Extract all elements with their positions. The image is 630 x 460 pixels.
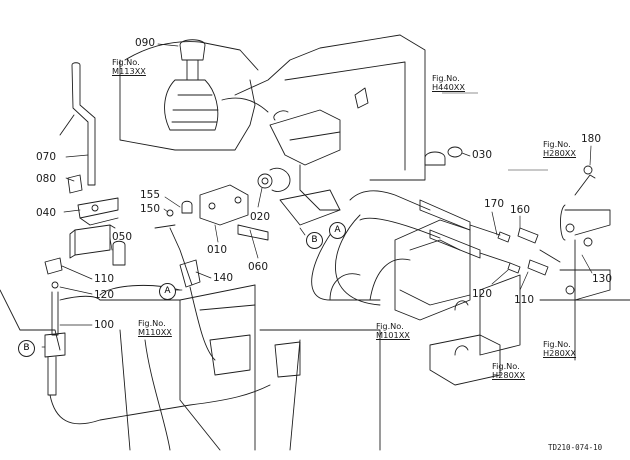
part-label-155: 155	[140, 189, 161, 201]
fig-ref-prefix: Fig.No.	[543, 139, 571, 149]
part-label-120b: 120	[472, 288, 493, 300]
part-label-080: 080	[36, 173, 57, 185]
connection-marker-a-right: A	[329, 222, 346, 239]
connection-marker-b-right: B	[306, 232, 323, 249]
fig-ref-underlines	[442, 92, 548, 171]
part-label-120: 120	[94, 289, 115, 301]
lever-rod-070	[59, 62, 96, 186]
fig-ref-prefix: Fig.No.	[432, 73, 460, 83]
part-label-100: 100	[94, 319, 115, 331]
fig-ref-h280xx-top: Fig.No. H280XX	[543, 139, 577, 159]
lever-bracket-040	[67, 174, 126, 266]
part-label-010: 010	[207, 244, 228, 256]
shift-lever	[164, 39, 219, 131]
fig-ref-prefix: Fig.No.	[543, 339, 571, 349]
fig-ref-m101xx: Fig.No. M101XX	[376, 321, 410, 341]
fig-ref-h280xx-bottom: Fig.No. H280XX	[492, 361, 526, 381]
fig-ref-code: H440XX	[432, 82, 466, 93]
part-label-070: 070	[36, 151, 57, 163]
fig-ref-m113xx: Fig.No. M113XX	[112, 57, 146, 77]
fig-ref-prefix: Fig.No.	[376, 321, 404, 331]
fig-ref-prefix: Fig.No.	[492, 361, 520, 371]
fig-ref-code: M110XX	[138, 327, 172, 338]
part-label-140: 140	[213, 272, 234, 284]
part-label-030: 030	[472, 149, 493, 161]
part-label-090: 090	[135, 37, 156, 49]
part-label-170: 170	[484, 198, 505, 210]
fig-ref-prefix: Fig.No.	[112, 57, 140, 67]
part-label-060: 060	[248, 261, 269, 273]
drawing-code: TD210-074-10	[548, 443, 603, 452]
fig-ref-h280xx-right: Fig.No. H280XX	[543, 339, 577, 359]
fig-ref-code: H280XX	[543, 148, 577, 159]
part-label-180: 180	[581, 133, 602, 145]
connection-marker-a-left: A	[159, 283, 176, 300]
part-label-110: 110	[94, 273, 115, 285]
fig-ref-m110xx: Fig.No. M110XX	[138, 318, 172, 338]
part-label-130: 130	[592, 273, 613, 285]
part-label-110b: 110	[514, 294, 535, 306]
fig-ref-code: M101XX	[376, 330, 410, 341]
part-label-020: 020	[250, 211, 271, 223]
leader-lines	[41, 43, 593, 348]
control-cables	[311, 165, 593, 306]
pivot-bracket-010	[154, 167, 291, 361]
shaft-assembly	[269, 87, 463, 226]
tractor-body-outline	[0, 34, 426, 451]
fig-ref-code: H280XX	[492, 370, 526, 381]
part-label-160: 160	[510, 204, 531, 216]
cable-100-assembly	[44, 257, 271, 425]
fig-ref-code: H280XX	[543, 348, 577, 359]
part-label-040: 040	[36, 207, 57, 219]
part-label-050: 050	[112, 231, 133, 243]
right-bracket-assembly	[394, 174, 630, 386]
fig-ref-code: M113XX	[112, 66, 146, 77]
fig-ref-h440xx: Fig.No. H440XX	[432, 73, 466, 93]
part-label-150: 150	[140, 203, 161, 215]
fig-ref-prefix: Fig.No.	[138, 318, 166, 328]
connection-marker-b-left: B	[18, 340, 35, 357]
